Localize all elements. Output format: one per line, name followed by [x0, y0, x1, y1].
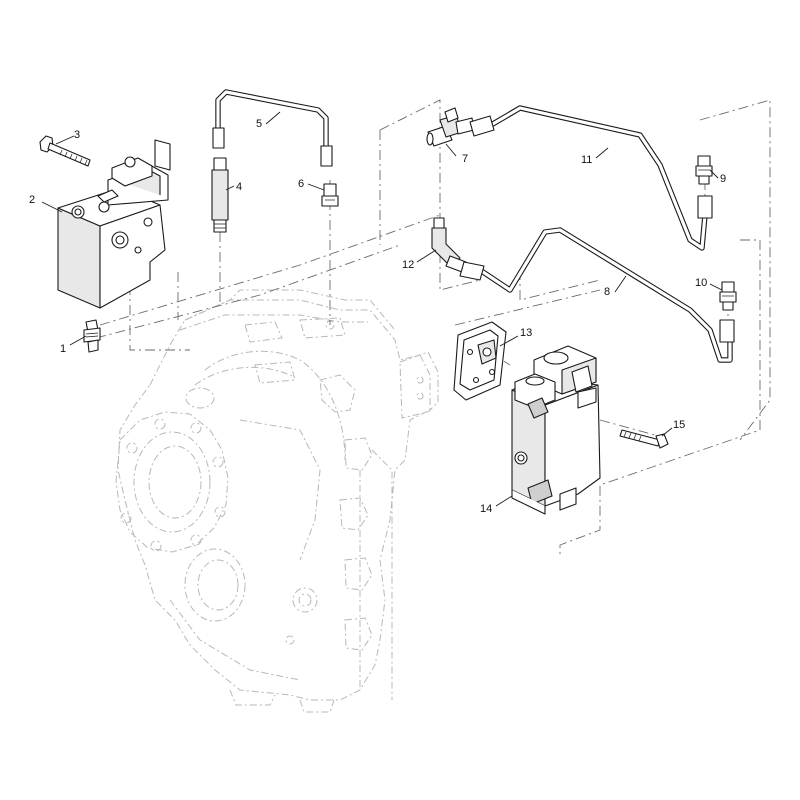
callout-14: 14: [480, 503, 492, 515]
callout-15: 15: [673, 419, 685, 431]
part-13-gasket: [453, 321, 507, 401]
callout-7: 7: [462, 153, 468, 165]
callout-10: 10: [695, 277, 707, 289]
part-3-bolt: [39, 135, 91, 167]
callout-12: 12: [402, 259, 414, 271]
callout-6: 6: [298, 178, 304, 190]
callout-13: 13: [520, 327, 532, 339]
transmission-housing-ghost: [115, 289, 439, 713]
part-12-elbow: [431, 217, 467, 273]
callout-9: 9: [720, 173, 726, 185]
part-2-solenoid-valve: [57, 139, 171, 309]
part-7-tee-fitting: [426, 107, 475, 147]
part-11-tube: [469, 105, 713, 251]
callout-4: 4: [236, 181, 242, 193]
part-8-tube: [459, 227, 735, 363]
callout-8: 8: [604, 286, 610, 298]
callout-3: 3: [74, 129, 80, 141]
part-5-tube: [212, 89, 333, 167]
part-6-fitting: [321, 183, 339, 207]
part-14-control-valve: [511, 345, 601, 515]
part-15-bolt: [619, 429, 669, 449]
callout-labels: 1 2 3 4 5 6 7 8 9 10 11 12 13 14 15: [29, 118, 726, 515]
callout-11: 11: [581, 154, 592, 166]
callout-1: 1: [60, 343, 66, 355]
assembly-phantom-lines: [95, 99, 771, 555]
leader-lines: [41, 111, 723, 507]
part-4-connector: [211, 157, 229, 233]
callout-5: 5: [256, 118, 262, 130]
part-1-fitting: [83, 319, 101, 353]
callout-2: 2: [29, 194, 35, 206]
part-9-fitting: [695, 155, 713, 185]
part-10-fitting: [719, 281, 737, 311]
